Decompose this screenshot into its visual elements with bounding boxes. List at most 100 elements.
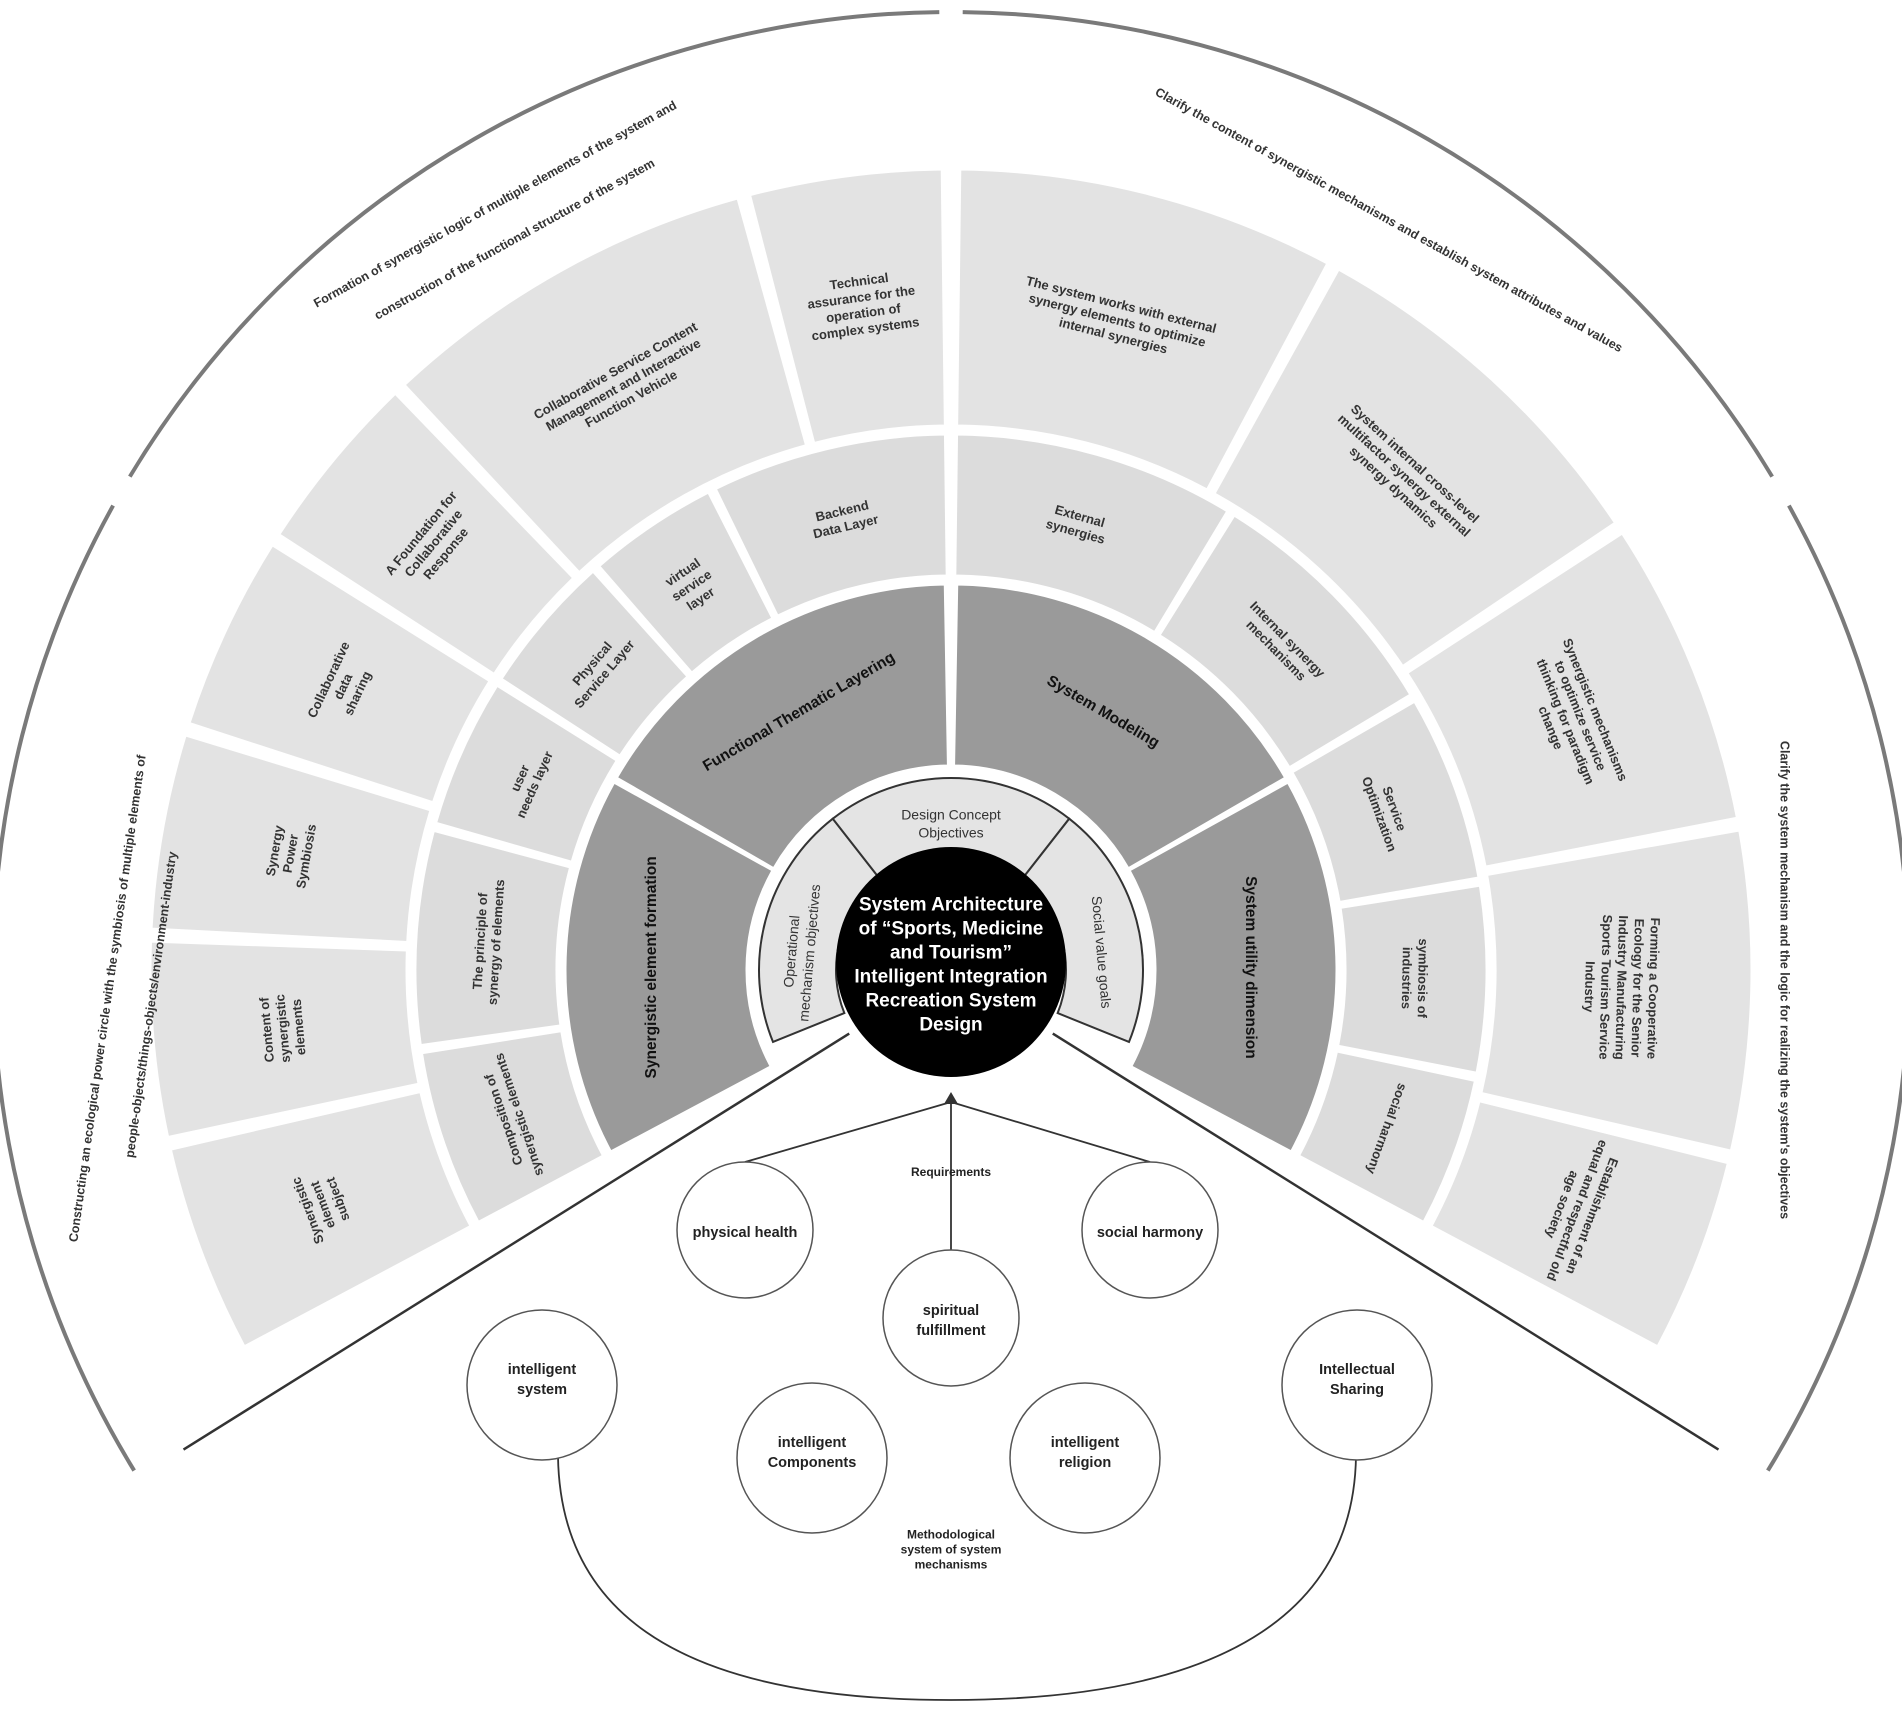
methodology-label-line: mechanisms <box>915 1557 988 1571</box>
outer-segment <box>1407 533 1737 867</box>
methodology-item-label-line: Components <box>768 1455 857 1471</box>
outer-segment-label-line: Power <box>280 833 302 874</box>
requirement-circle <box>882 1249 1020 1387</box>
boundary-arc <box>128 10 940 478</box>
middle-segment-label-line: symbiosis of <box>1415 938 1431 1018</box>
boundary-arc <box>1766 504 1902 1472</box>
requirements-and-methodology: Requirements physical health spiritual fulf… <box>466 1092 1433 1701</box>
requirement-label: physical health <box>693 1225 798 1241</box>
outer-segment <box>1431 1101 1728 1347</box>
dimension-label: Synergistic element formation <box>643 856 660 1078</box>
center-node: System Architecture of “Sports, Medicine a… <box>836 847 1066 1077</box>
dimension-sector <box>616 584 948 869</box>
middle-segment <box>501 571 688 756</box>
outer-segment <box>957 169 1328 490</box>
outer-note-left-line: Constructing an ecological power circle … <box>66 753 148 1243</box>
outer-segment <box>170 1092 471 1347</box>
middle-segment <box>415 830 571 1046</box>
outer-segment <box>750 169 945 443</box>
middle-segment <box>1292 701 1479 902</box>
inner-objective-label-line: Design Concept <box>901 806 1001 822</box>
outer-note-right: Clarify the system mechanism and the log… <box>1778 741 1792 1219</box>
middle-segment <box>1159 515 1411 768</box>
center-title-line: Design <box>919 1014 982 1035</box>
middle-segment <box>422 1031 603 1222</box>
methodology-item-label-line: intelligent <box>1051 1435 1120 1451</box>
methodology-circle <box>1009 1382 1161 1534</box>
methodology-item-label-line: religion <box>1059 1455 1111 1471</box>
requirement-label-line: social harmony <box>1097 1225 1203 1241</box>
middle-segment-label: symbiosis ofindustries <box>1399 938 1431 1019</box>
inner-objective-label-line: Objectives <box>918 824 983 840</box>
requirement-circle <box>676 1161 814 1299</box>
requirement-connector <box>950 1101 1151 1163</box>
dimension-sector <box>565 782 773 1152</box>
outer-segment <box>189 545 490 803</box>
dimension-sector <box>954 584 1286 869</box>
methodology-label-line: system of system <box>901 1542 1002 1556</box>
outer-segment-label-line: synergistic <box>272 994 293 1064</box>
methodology-circle <box>736 1382 888 1534</box>
methodology-item-label-line: intelligent <box>508 1362 577 1378</box>
methodology-connector <box>557 1455 1357 1701</box>
middle-segment-label-line: industries <box>1399 947 1415 1009</box>
middle-segment <box>1299 1051 1475 1222</box>
methodology-item-label: intelligent religion <box>1051 1435 1120 1471</box>
outer-segment-label-line: Industry Manufacturing <box>1612 915 1631 1060</box>
outer-boundary-arcs <box>0 10 1902 1472</box>
outer-segment <box>151 735 431 943</box>
outer-note-right-line: Clarify the system mechanism and the log… <box>1778 741 1792 1219</box>
dimension-ring: Synergistic element formationFunctional … <box>565 584 1337 1152</box>
requirement-label: spiritual fulfillment <box>916 1303 985 1339</box>
center-title-line: of “Sports, Medicine <box>859 918 1044 939</box>
inner-objective-label-line: Operational <box>780 915 802 989</box>
sector-boundary-lines <box>182 1032 1720 1451</box>
middle-segment <box>715 434 947 616</box>
methodology-item-label-line: Sharing <box>1330 1382 1384 1398</box>
outer-segment <box>404 198 806 573</box>
arrow-head <box>944 1092 958 1104</box>
requirement-label-line: spiritual <box>923 1303 979 1319</box>
boundary-arc <box>962 10 1774 478</box>
center-title-line: Recreation System <box>865 990 1036 1011</box>
middle-segment <box>1338 885 1487 1073</box>
outer-segment-label: Forming a CooperativeEcology for the Sen… <box>1580 914 1663 1061</box>
requirement-circle <box>1081 1161 1219 1299</box>
middle-segment <box>955 434 1228 633</box>
middle-segment <box>436 685 617 862</box>
outer-segment <box>279 393 574 674</box>
middle-segment-label-line: The principle of <box>470 892 491 990</box>
methodology-label-line: Methodological <box>907 1527 995 1541</box>
outer-segment-label-line: Ecology for the Senior <box>1628 918 1647 1057</box>
center-title-line: and Tourism” <box>890 942 1012 963</box>
boundary-arc <box>0 504 136 1472</box>
requirement-label-line: physical health <box>693 1225 798 1241</box>
center-title: System Architecture of “Sports, Medicine a… <box>854 894 1047 1035</box>
methodology-item-label-line: system <box>517 1382 567 1398</box>
sector-line <box>182 1032 850 1451</box>
center-title-line: Intelligent Integration <box>854 966 1047 987</box>
methodology-circle <box>466 1309 618 1461</box>
outer-segment-label-line: Industry <box>1581 961 1597 1013</box>
outer-segment <box>150 941 419 1137</box>
requirement-label-line: fulfillment <box>916 1323 985 1339</box>
sector-line <box>1052 1032 1720 1451</box>
requirement-label: social harmony <box>1097 1225 1203 1241</box>
dimension-sector <box>1129 782 1337 1152</box>
middle-segment <box>599 492 773 673</box>
outer-segment <box>1214 269 1615 666</box>
center-circle <box>836 847 1066 1077</box>
center-title-line: System Architecture <box>859 894 1043 915</box>
requirements-label: Requirements <box>911 1165 991 1179</box>
methodology-item-label: intelligent system <box>508 1362 577 1398</box>
requirement-connector <box>744 1101 952 1163</box>
outer-segment <box>1481 830 1752 1151</box>
methodology-circle <box>1281 1309 1433 1461</box>
outer-segment-label-line: Sports Tourism Service <box>1596 914 1615 1059</box>
